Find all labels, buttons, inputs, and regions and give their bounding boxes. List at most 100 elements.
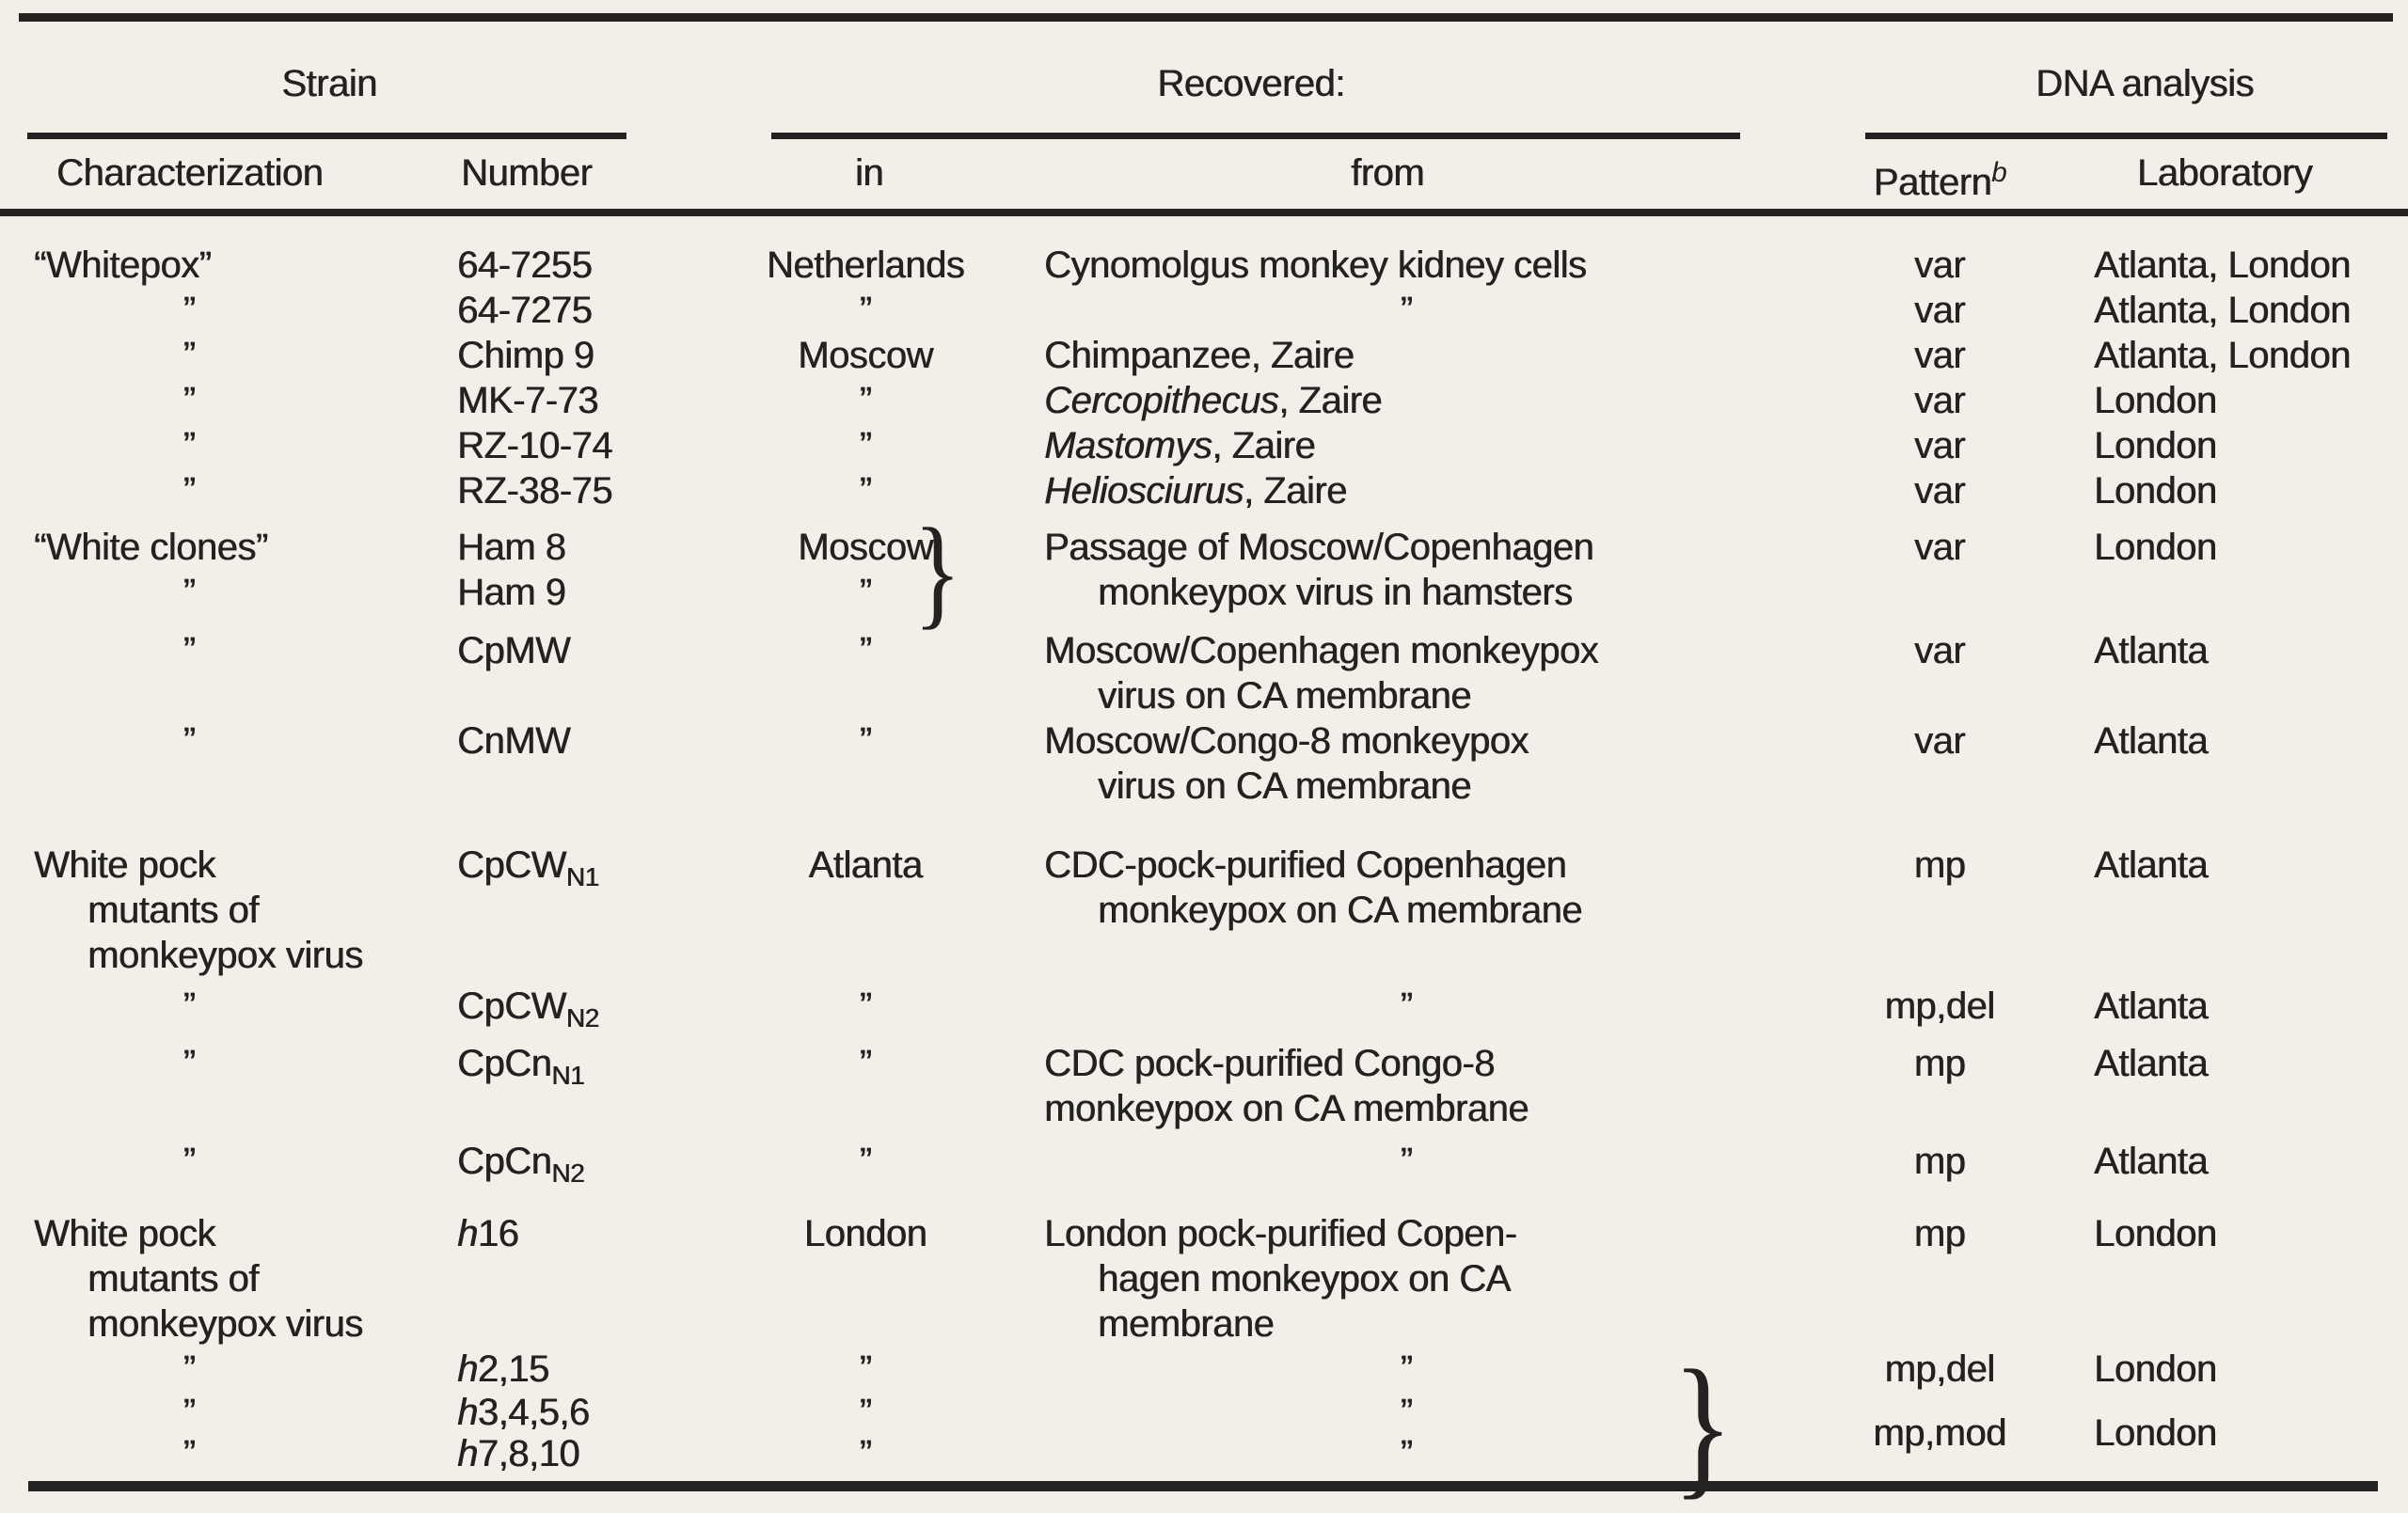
cell-recovered-from: ” bbox=[1006, 978, 1815, 1041]
characterization-line: mutants of bbox=[87, 1258, 259, 1300]
ditto-mark: ” bbox=[182, 572, 196, 613]
cell-characterization: “Whitepox” bbox=[34, 244, 212, 286]
strain-number-subscript: N1 bbox=[551, 1061, 585, 1090]
recovered-underline bbox=[771, 133, 1740, 139]
cell-characterization: ” bbox=[0, 378, 414, 423]
cell-recovered-in: ” bbox=[724, 288, 1006, 333]
bottom-rule bbox=[28, 1481, 2378, 1491]
ditto-mark: ” bbox=[859, 985, 872, 1027]
table-row: ” CnMW ” Moscow/Congo-8 monkeypox virus … bbox=[0, 718, 2408, 809]
genus-name: Mastomys bbox=[1044, 425, 1212, 466]
table-row: “Whitepox” 64-7255 Netherlands Cynomolgu… bbox=[0, 213, 2408, 288]
group-header-strain: Strain bbox=[0, 22, 724, 139]
ditto-mark: ” bbox=[859, 1043, 872, 1084]
ditto-mark: ” bbox=[1400, 1348, 1413, 1390]
cell-number: Chimp 9 bbox=[457, 335, 594, 376]
cell-number: RZ-10-74 bbox=[457, 425, 612, 466]
cell-recovered-in: ” bbox=[724, 378, 1006, 423]
cell-number: Ham 8 bbox=[457, 527, 566, 568]
cell-pattern: var bbox=[1913, 244, 1966, 286]
cell-number: h2,15 bbox=[414, 1347, 724, 1392]
cell-laboratory: London bbox=[2094, 380, 2217, 421]
from-line: monkeypox virus in hamsters bbox=[1098, 572, 1573, 613]
cell-characterization: “White clones” bbox=[34, 527, 268, 568]
table-row: White pock mutants of monkeypox virus Cp… bbox=[0, 809, 2408, 978]
cell-recovered-in: ” bbox=[724, 423, 1006, 468]
ditto-mark: ” bbox=[182, 1141, 196, 1182]
characterization-line: White pock bbox=[34, 844, 215, 886]
cell-recovered-in: ” bbox=[724, 1433, 1006, 1474]
strain-table: Strain Recovered: DNA analysis Character… bbox=[0, 22, 2408, 1505]
table-row: ” RZ-10-74 ” Mastomys, Zaire var London bbox=[0, 423, 2408, 468]
group-header-row: Strain Recovered: DNA analysis bbox=[0, 22, 2408, 139]
ditto-mark: ” bbox=[859, 572, 872, 613]
table-row: “White clones” Ham 8 Moscow} Passage of … bbox=[0, 510, 2408, 634]
cell-laboratory: London bbox=[2094, 1348, 2217, 1390]
cell-characterization: ” bbox=[0, 468, 414, 513]
from-text: , Zaire bbox=[1212, 425, 1316, 466]
table-body: “Whitepox” 64-7255 Netherlands Cynomolgu… bbox=[0, 213, 2408, 1505]
cell-recovered-in: ” bbox=[724, 1131, 1006, 1196]
ditto-mark: ” bbox=[859, 1433, 872, 1474]
cell-pattern: var bbox=[1913, 335, 1966, 376]
strain-number-prefix: h bbox=[457, 1433, 478, 1474]
table-row: ” CpCnN1 ” CDC pock-purified Congo-8 mon… bbox=[0, 1041, 2408, 1131]
from-text: , Zaire bbox=[1278, 380, 1383, 421]
cell-recovered-from: Moscow/Congo-8 monkeypox virus on CA mem… bbox=[1006, 718, 1815, 809]
ditto-mark: ” bbox=[1400, 1433, 1413, 1474]
cell-laboratory: Atlanta bbox=[2094, 844, 2209, 886]
cell-number: CpCWN1 bbox=[414, 809, 724, 978]
characterization-line: monkeypox virus bbox=[87, 935, 363, 976]
ditto-mark: ” bbox=[182, 1433, 196, 1474]
cell-characterization: ” bbox=[0, 978, 414, 1041]
cell-recovered-from: Moscow/Copenhagen monkeypox virus on CA … bbox=[1006, 615, 1815, 718]
row-group-brace: } bbox=[913, 502, 961, 640]
cell-pattern: mp,mod bbox=[1873, 1412, 2006, 1454]
table-row: ” 64-7275 ” ” var Atlanta, London bbox=[0, 288, 2408, 333]
ditto-mark: ” bbox=[859, 425, 872, 466]
cell-pattern: var bbox=[1913, 380, 1966, 421]
cell-recovered-from: ” bbox=[1006, 1433, 1815, 1474]
strain-underline bbox=[27, 133, 626, 139]
cell-recovered-in: ” bbox=[724, 570, 1006, 615]
cell-laboratory: London bbox=[2094, 1412, 2217, 1454]
cell-number: 64-7255 bbox=[457, 244, 593, 286]
table-row: ” CpMW ” Moscow/Copenhagen monkeypox vir… bbox=[0, 615, 2408, 718]
ditto-mark: ” bbox=[859, 1348, 872, 1390]
cell-laboratory: Atlanta bbox=[2094, 1141, 2209, 1182]
cell-recovered-from: Passage of Moscow/Copenhagen monkeypox v… bbox=[1006, 513, 1815, 615]
from-line: hagen monkeypox on CA bbox=[1098, 1258, 1511, 1300]
group-label-strain: Strain bbox=[281, 63, 377, 104]
group-header-recovered: Recovered: bbox=[724, 22, 1815, 139]
in-text: Moscow bbox=[798, 527, 933, 568]
strain-number-prefix: h bbox=[457, 1348, 478, 1390]
cell-characterization: ” bbox=[0, 1392, 414, 1433]
cell-number: Ham 9 bbox=[457, 572, 566, 613]
cell-laboratory: London bbox=[2094, 470, 2217, 512]
ditto-mark: ” bbox=[859, 630, 872, 671]
ditto-mark: ” bbox=[182, 630, 196, 671]
characterization-line: monkeypox virus bbox=[87, 1303, 363, 1345]
table-row: ” h3,4,5,6 ” ”} mp,mod London bbox=[0, 1347, 2408, 1505]
cell-characterization: ” bbox=[0, 1131, 414, 1196]
cell-recovered-from: ” bbox=[1006, 288, 1815, 333]
cell-recovered-from: Cercopithecus, Zaire bbox=[1006, 378, 1815, 423]
cell-characterization: ” bbox=[0, 288, 414, 333]
cell-laboratory: Atlanta bbox=[2094, 720, 2209, 762]
strain-number-rest: 7,8,10 bbox=[477, 1433, 580, 1474]
cell-recovered-from: CDC pock-purified Congo-8 monkeypox on C… bbox=[1006, 1041, 1815, 1131]
cell-characterization: ” bbox=[0, 718, 414, 809]
cell-laboratory: Atlanta, London bbox=[2094, 335, 2351, 376]
cell-pattern: mp bbox=[1913, 1043, 1966, 1084]
cell-recovered-from: Heliosciurus, Zaire bbox=[1006, 468, 1815, 513]
cell-recovered-in: ” bbox=[724, 468, 1006, 513]
cell-recovered-in: ” bbox=[724, 1041, 1006, 1131]
group-label-dna-analysis: DNA analysis bbox=[2036, 63, 2254, 104]
cell-pattern: var bbox=[1913, 470, 1966, 512]
from-line: Moscow/Copenhagen monkeypox bbox=[1044, 630, 1599, 671]
ditto-mark: ” bbox=[859, 720, 872, 762]
from-line: monkeypox on CA membrane bbox=[1098, 890, 1582, 931]
col-header-from: from bbox=[1006, 139, 1815, 216]
from-line: virus on CA membrane bbox=[1098, 765, 1471, 807]
cell-recovered-in: ” bbox=[724, 718, 1006, 809]
